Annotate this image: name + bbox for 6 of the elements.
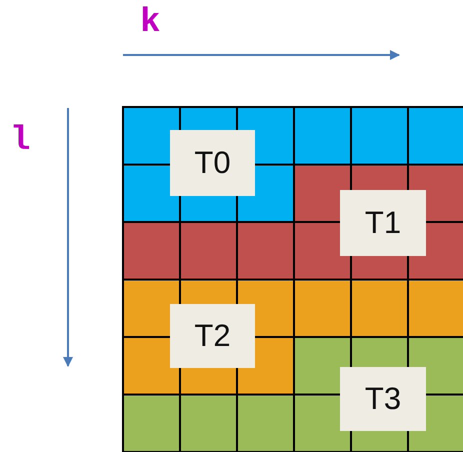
tile-label-box: T1 [340,190,426,256]
axis-label: l [10,124,30,158]
tile-label-box: T0 [170,130,255,196]
tile-label-box: T2 [170,304,255,368]
tile-label-box: T3 [340,367,426,431]
axis-label: k [140,6,160,40]
